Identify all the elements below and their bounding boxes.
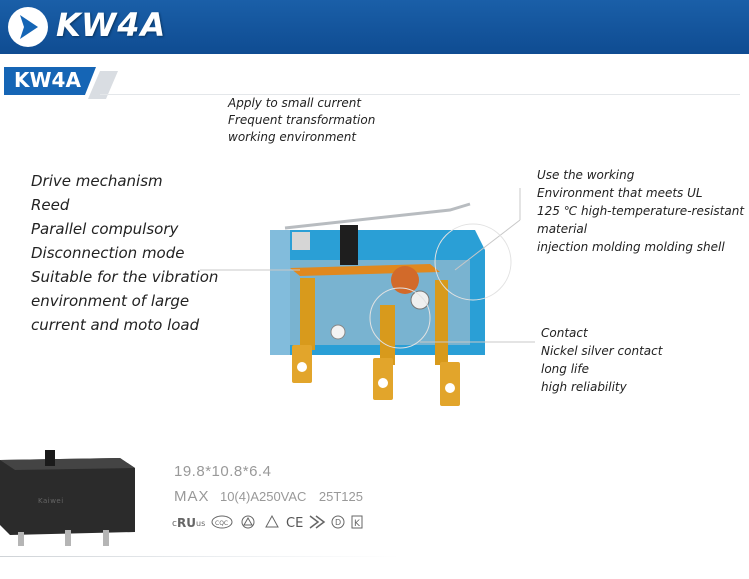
- svg-text:CQC: CQC: [215, 520, 228, 527]
- note-line: long life: [541, 362, 589, 376]
- svg-text:K: K: [354, 519, 361, 529]
- note-line: Parallel compulsory: [31, 220, 179, 238]
- contact-note: Contact Nickel silver contact long life …: [541, 324, 662, 396]
- actuator: [340, 225, 358, 265]
- svg-text:CE: CE: [286, 516, 303, 531]
- bottom-divider: [0, 556, 400, 557]
- d-mark-icon: D: [331, 515, 345, 529]
- drive-mechanism-note: Drive mechanism Reed Parallel compulsory…: [31, 169, 218, 337]
- svg-text:D: D: [335, 518, 341, 527]
- switch-pin: [65, 530, 71, 546]
- terminal-frame: [300, 278, 315, 350]
- rating-line: MAX 10(4)A250VAC 25T125: [174, 488, 363, 506]
- k-mark-icon: K: [351, 515, 363, 529]
- note-line: 125 ℃ high-temperature-resistant: [537, 204, 745, 218]
- divider: [100, 94, 740, 95]
- play-arrow-icon: [8, 7, 48, 47]
- current-rating: 10(4)A250VAC: [219, 489, 307, 504]
- note-line: environment of large: [31, 292, 190, 310]
- note-line: Use the working: [537, 168, 635, 182]
- temp-code: 25T125: [318, 489, 363, 504]
- note-line: Reed: [31, 196, 70, 214]
- header-banner: KW4A: [0, 0, 749, 54]
- cec-mark-icon: [309, 515, 326, 529]
- switch-cutaway-diagram: [270, 202, 485, 406]
- brand-mark: Kaiwei: [38, 497, 64, 505]
- cqc-mark-icon: CQC: [211, 515, 233, 529]
- max-label: MAX: [174, 488, 210, 505]
- apply-line: working environment: [228, 130, 357, 144]
- model-tag: KW4A: [4, 67, 96, 95]
- svg-text:c: c: [172, 519, 177, 529]
- note-line: Environment that meets UL: [537, 186, 703, 200]
- note-line: Contact: [541, 326, 588, 340]
- note-line: Disconnection mode: [31, 244, 185, 262]
- dimensions: 19.8*10.8*6.4: [174, 463, 272, 480]
- cULus-mark-icon: c RU us: [172, 516, 205, 530]
- apply-line: Apply to small current: [228, 96, 362, 110]
- note-line: Suitable for the vibration: [31, 268, 219, 286]
- apply-line: Frequent transformation: [228, 113, 376, 127]
- delta-mark-icon: [265, 514, 279, 528]
- certification-marks: c RU us CQC CE D K: [172, 512, 392, 536]
- switch-pin: [103, 530, 109, 546]
- page-title: KW4A: [56, 6, 167, 44]
- model-tag-label: KW4A: [14, 68, 81, 92]
- note-line: injection molding molding shell: [537, 240, 725, 254]
- switch-pin: [18, 532, 24, 546]
- switch-body: [0, 458, 135, 535]
- switch-button: [45, 450, 55, 466]
- housing-note: Use the working Environment that meets U…: [537, 166, 744, 256]
- note-line: high reliability: [541, 380, 627, 394]
- spec-block: 19.8*10.8*6.4 MAX 10(4)A250VAC 25T125: [174, 463, 363, 505]
- note-line: Drive mechanism: [31, 172, 163, 190]
- svg-text:RU: RU: [177, 516, 196, 530]
- apply-note: Apply to small current Frequent transfor…: [228, 95, 375, 146]
- triangle-mark-icon: [241, 515, 255, 529]
- note-line: current and moto load: [31, 316, 200, 334]
- note-line: material: [537, 222, 588, 236]
- lever-arm: [284, 202, 471, 230]
- switch-product-image: [0, 450, 135, 546]
- svg-text:us: us: [196, 519, 205, 528]
- note-line: Nickel silver contact: [541, 344, 663, 358]
- ce-mark-icon: CE: [286, 516, 303, 531]
